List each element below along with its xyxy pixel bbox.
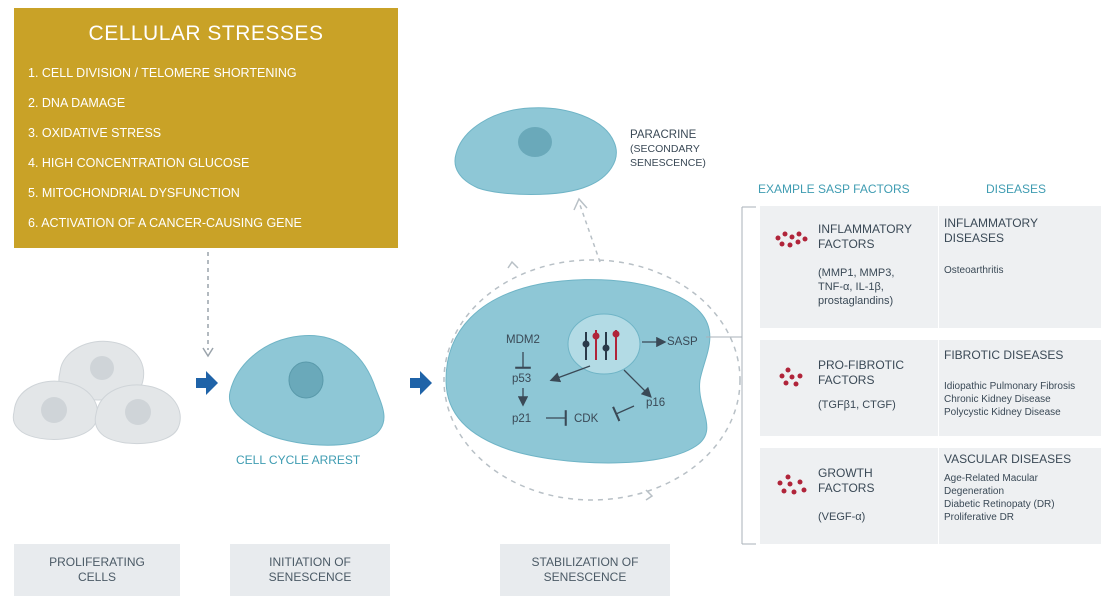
disease-title: FIBROTIC DISEASES <box>944 348 1064 362</box>
cellular-stresses-box: CELLULAR STRESSES 1. CELL DIVISION / TEL… <box>14 8 398 248</box>
paracrine-arrow <box>579 204 601 263</box>
factor-dots-icon <box>779 367 803 387</box>
sasp-label: SASP <box>667 336 698 348</box>
p21-label: p21 <box>512 413 532 425</box>
stress-item: 4. HIGH CONCENTRATION GLUCOSE <box>28 156 250 170</box>
factor-title: GROWTH FACTORS <box>818 466 875 495</box>
disease-list: Idiopathic Pulmonary Fibrosis Chronic Ki… <box>944 381 1076 418</box>
cycle-circle <box>443 259 741 501</box>
factor-title: INFLAMMATORY FACTORS <box>818 222 913 251</box>
factor-detail: (MMP1, MMP3, TNF-α, IL-1β, prostaglandin… <box>818 267 895 307</box>
cell-cycle-arrest-label: CELL CYCLE ARREST <box>236 453 361 467</box>
mdm2-label: MDM2 <box>506 334 540 346</box>
sasp-row-growth: GROWTH FACTORS (VEGF-α) VASCULAR DISEASE… <box>760 448 1101 544</box>
initiation-cell <box>228 334 385 446</box>
stress-item: 1. CELL DIVISION / TELOMERE SHORTENING <box>28 66 297 80</box>
sasp-row-inflammatory: INFLAMMATORY FACTORS (MMP1, MMP3, TNF-α,… <box>760 206 1101 328</box>
stress-item: 6. ACTIVATION OF A CANCER-CAUSING GENE <box>28 216 302 230</box>
disease-list: Osteoarthritis <box>944 265 1004 276</box>
stress-item: 2. DNA DAMAGE <box>28 96 126 110</box>
factor-title: PRO-FIBROTIC FACTORS <box>818 358 904 387</box>
sasp-factors-header: EXAMPLE SASP FACTORS <box>758 182 910 196</box>
cellular-stresses-title: CELLULAR STRESSES <box>88 22 324 45</box>
proliferating-cells <box>12 340 181 445</box>
disease-title: INFLAMMATORY DISEASES <box>944 216 1039 245</box>
factor-dots-icon <box>775 231 808 248</box>
diseases-header: DISEASES <box>986 182 1047 196</box>
factor-dots-icon <box>777 474 807 495</box>
sasp-row-profibrotic: PRO-FIBROTIC FACTORS (TGFβ1, CTGF) FIBRO… <box>760 340 1101 436</box>
paracrine-label: PARACRINE (SECONDARY SENESCENCE) <box>630 129 706 169</box>
disease-list: Age-Related Macular Degeneration Diabeti… <box>944 473 1055 523</box>
stress-item: 3. OXIDATIVE STRESS <box>28 126 162 140</box>
sasp-regulator-icon <box>582 330 620 360</box>
cdk-label: CDK <box>574 413 599 425</box>
disease-title: VASCULAR DISEASES <box>944 452 1072 466</box>
factor-detail: (TGFβ1, CTGF) <box>818 399 896 411</box>
stabilization-cell <box>445 279 711 464</box>
progression-arrow-2 <box>410 371 432 395</box>
stress-item: 5. MITOCHONDRIAL DYSFUNCTION <box>28 186 240 200</box>
paracrine-cell <box>454 107 617 195</box>
p53-label: p53 <box>512 373 532 385</box>
progression-arrow-1 <box>196 371 218 395</box>
factor-detail: (VEGF-α) <box>818 511 866 523</box>
p16-label: p16 <box>646 397 666 409</box>
